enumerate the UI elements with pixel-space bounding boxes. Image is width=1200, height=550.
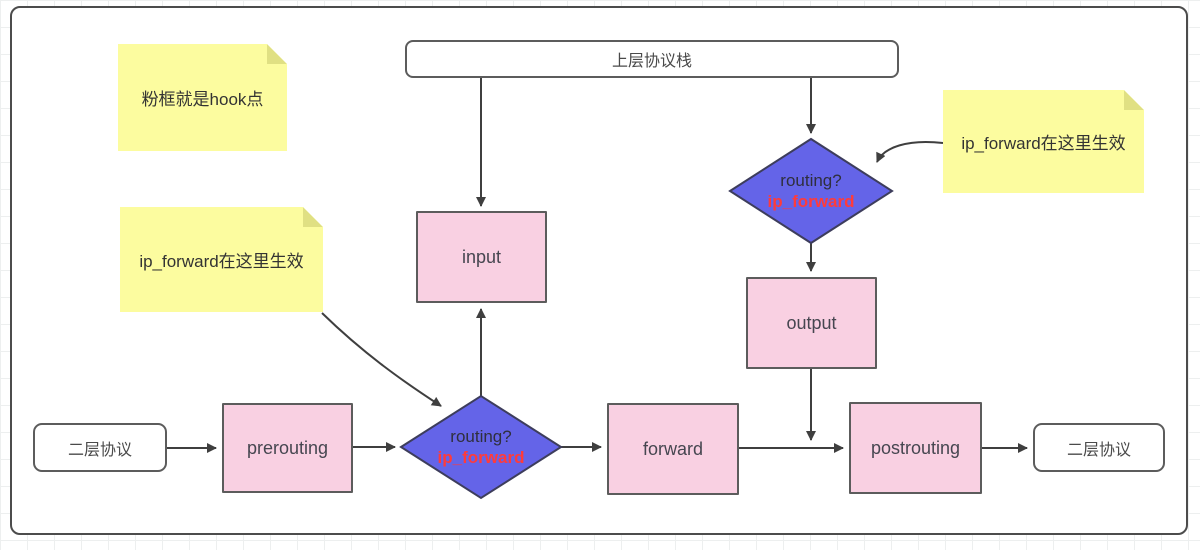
l2-protocol-right-label: 二层协议	[1066, 441, 1131, 459]
routing-center-ipforward: ip_forward	[437, 448, 525, 467]
sticky-note-ipforward-left[interactable]: ip_forward在这里生效	[120, 207, 323, 312]
routing-right-question: routing?	[780, 171, 842, 190]
l2-protocol-right-box[interactable]: 二层协议	[1033, 423, 1165, 472]
sticky-note-hook-text: 粉框就是hook点	[141, 90, 264, 109]
sticky-note-hook[interactable]: 粉框就是hook点	[118, 44, 287, 151]
hook-output-box[interactable]: output	[746, 277, 877, 369]
hook-prerouting-box[interactable]: prerouting	[222, 403, 353, 493]
hook-postrouting-label: postrouting	[870, 437, 961, 458]
routing-center-question: routing?	[450, 427, 512, 446]
hook-input-label: input	[461, 246, 502, 267]
hook-input-box[interactable]: input	[416, 211, 547, 303]
hook-prerouting-label: prerouting	[246, 437, 329, 458]
routing-diamond-right-label: routing? ip_forward	[730, 139, 892, 243]
sticky-note-ipforward-left-text: ip_forward在这里生效	[139, 252, 304, 271]
hook-output-label: output	[786, 312, 837, 333]
routing-right-ipforward: ip_forward	[767, 192, 855, 211]
sticky-note-ipforward-right-text: ip_forward在这里生效	[961, 134, 1126, 153]
upper-protocol-stack-label: 上层协议栈	[611, 53, 692, 70]
hook-forward-box[interactable]: forward	[607, 403, 739, 495]
routing-diamond-center-label: routing? ip_forward	[401, 396, 561, 498]
upper-protocol-stack-box[interactable]: 上层协议栈	[405, 40, 899, 78]
sticky-note-ipforward-right[interactable]: ip_forward在这里生效	[943, 90, 1144, 193]
hook-forward-label: forward	[642, 438, 704, 459]
hook-postrouting-box[interactable]: postrouting	[849, 402, 982, 494]
l2-protocol-left-label: 二层协议	[67, 441, 132, 459]
l2-protocol-left-box[interactable]: 二层协议	[33, 423, 167, 472]
